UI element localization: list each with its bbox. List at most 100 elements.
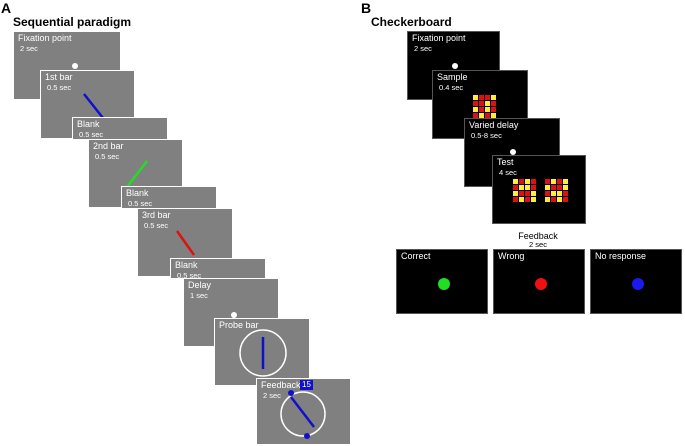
frame-probe-bar: Probe bar xyxy=(214,318,310,386)
checker-cell xyxy=(531,197,536,202)
checker-cell xyxy=(479,95,484,100)
fixation-dot xyxy=(72,63,78,69)
frame-duration: 4 sec xyxy=(499,168,517,177)
checker-cell xyxy=(479,101,484,106)
checker-cell xyxy=(557,191,562,196)
checker-cell xyxy=(473,95,478,100)
checker-cell xyxy=(513,179,518,184)
checker-cell xyxy=(473,101,478,106)
frame-label: Feedback xyxy=(261,380,301,390)
checker-cell xyxy=(491,101,496,106)
panel-title-b: Checkerboard xyxy=(371,15,452,29)
frame-label: Fixation point xyxy=(412,33,466,43)
frame-duration: 0.5-8 sec xyxy=(471,131,502,140)
green-bar-stimulus xyxy=(126,160,148,188)
checker-cell xyxy=(531,191,536,196)
checker-cell xyxy=(479,113,484,118)
checker-cell xyxy=(545,191,550,196)
checker-cell xyxy=(519,197,524,202)
frame-b-sample: Sample 0.4 sec xyxy=(432,70,528,139)
checker-cell xyxy=(551,185,556,190)
checker-cell xyxy=(513,185,518,190)
checker-cell xyxy=(563,197,568,202)
frame-label: Delay xyxy=(188,280,212,290)
frame-feedback: Feedback 2 sec 15 xyxy=(256,378,351,445)
checker-cell xyxy=(545,197,550,202)
checker-cell xyxy=(563,185,568,190)
feedback-duration: 2 sec xyxy=(529,240,547,249)
checker-cell xyxy=(479,107,484,112)
frame-label: Blank xyxy=(77,119,100,129)
fixation-dot xyxy=(510,149,516,155)
frame-blank-2: Blank 0.5 sec xyxy=(121,186,217,209)
frame-duration: 0.5 sec xyxy=(128,199,153,208)
checker-cell xyxy=(557,179,562,184)
probe-circle-and-bar xyxy=(239,329,287,377)
frame-label: 1st bar xyxy=(45,72,73,82)
checker-cell xyxy=(551,179,556,184)
frame-b-test: Test 4 sec xyxy=(492,155,586,224)
frame-duration: 2 sec xyxy=(414,44,432,53)
feedback-label: Wrong xyxy=(498,251,525,261)
feedback-label: No response xyxy=(595,251,647,261)
panel-letter-b: B xyxy=(361,0,372,16)
checker-cell xyxy=(531,185,536,190)
frame-duration: 1 sec xyxy=(190,291,208,300)
frame-label: Blank xyxy=(175,260,198,270)
checker-cell xyxy=(491,113,496,118)
frame-label: Sample xyxy=(437,72,468,82)
frame-label: Fixation point xyxy=(18,33,72,43)
frame-label: Test xyxy=(497,157,514,167)
frame-duration: 0.5 sec xyxy=(177,271,202,279)
frame-duration: 0.5 sec xyxy=(47,83,72,92)
checker-cell xyxy=(485,113,490,118)
frame-label: 2nd bar xyxy=(93,141,124,151)
checker-cell xyxy=(491,95,496,100)
checker-cell xyxy=(563,179,568,184)
green-feedback-dot xyxy=(438,278,450,290)
checker-cell xyxy=(551,197,556,202)
feedback-correct: Correct xyxy=(396,249,488,314)
frame-duration: 0.5 sec xyxy=(144,221,169,230)
frame-1st-bar: 1st bar 0.5 sec xyxy=(40,70,135,139)
checker-cell xyxy=(519,191,524,196)
frame-duration: 0.5 sec xyxy=(95,152,120,161)
frame-duration: 2 sec xyxy=(20,44,38,53)
checker-cell xyxy=(551,191,556,196)
checker-cell xyxy=(519,179,524,184)
frame-label: 3rd bar xyxy=(142,210,171,220)
test-checkerboard-right xyxy=(545,179,568,202)
checker-cell xyxy=(557,197,562,202)
red-feedback-dot xyxy=(535,278,547,290)
feedback-label: Correct xyxy=(401,251,431,261)
checker-cell xyxy=(525,191,530,196)
checker-cell xyxy=(513,191,518,196)
feedback-title: Feedback xyxy=(518,231,558,241)
fixation-dot xyxy=(231,312,237,318)
frame-label: Blank xyxy=(126,188,149,198)
checker-cell xyxy=(519,185,524,190)
sample-checkerboard xyxy=(473,95,496,118)
feedback-no-response: No response xyxy=(590,249,682,314)
checker-cell xyxy=(545,185,550,190)
checker-cell xyxy=(513,197,518,202)
checker-cell xyxy=(545,179,550,184)
checker-cell xyxy=(485,101,490,106)
checker-cell xyxy=(525,185,530,190)
checker-cell xyxy=(557,185,562,190)
checker-cell xyxy=(473,107,478,112)
fixation-dot xyxy=(452,63,458,69)
panel-letter-a: A xyxy=(1,0,12,16)
feedback-wrong: Wrong xyxy=(493,249,585,314)
checker-cell xyxy=(563,191,568,196)
frame-label: Probe bar xyxy=(219,320,259,330)
frame-duration: 0.5 sec xyxy=(79,130,104,139)
checker-cell xyxy=(485,95,490,100)
error-badge: 15 xyxy=(300,380,313,390)
frame-duration: 2 sec xyxy=(263,391,281,400)
blue-feedback-dot xyxy=(632,278,644,290)
blue-bar-stimulus xyxy=(83,93,104,119)
checker-cell xyxy=(525,179,530,184)
checker-cell xyxy=(525,197,530,202)
checker-cell xyxy=(531,179,536,184)
